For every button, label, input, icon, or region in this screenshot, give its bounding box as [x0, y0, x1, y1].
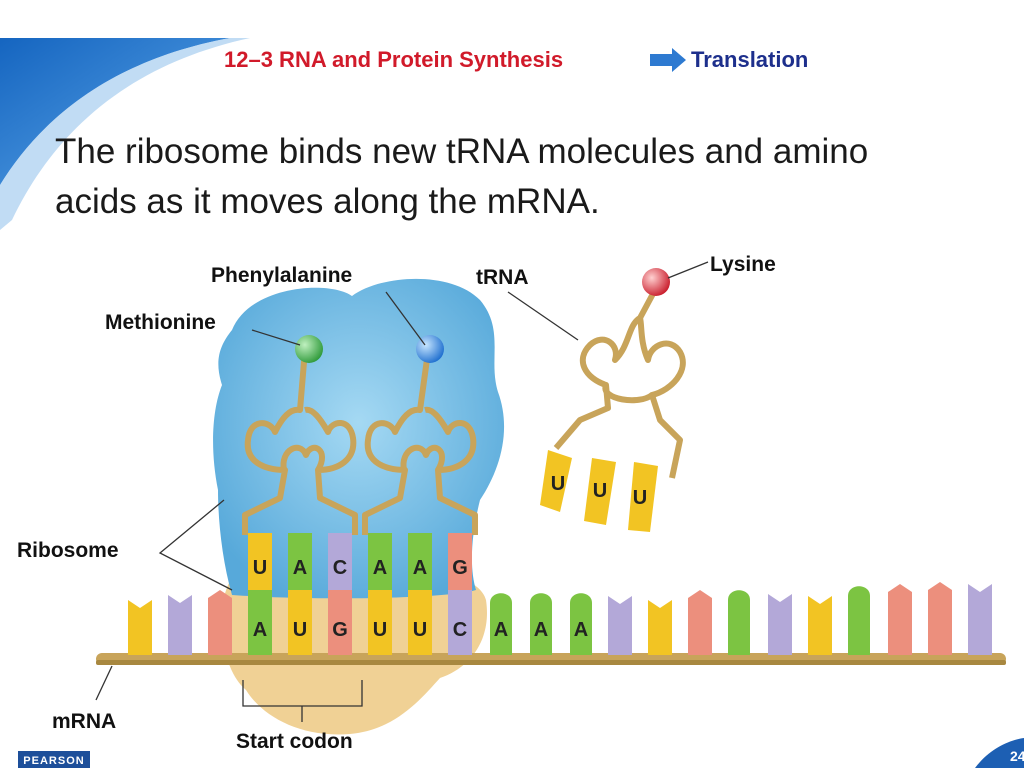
label-methionine: Methionine [105, 311, 216, 334]
anticodon-base: A [293, 557, 307, 579]
codon-base: A [494, 619, 508, 641]
label-trna: tRNA [476, 266, 529, 289]
body-line-1: The ribosome binds new tRNA molecules an… [55, 132, 868, 171]
anticodon-base: U [593, 480, 607, 502]
label-start-codon: Start codon [236, 730, 353, 753]
topic-title: Translation [691, 47, 808, 72]
body-line-2: acids as it moves along the mRNA. [55, 182, 600, 221]
codon-base: A [534, 619, 548, 641]
anticodon-base: U [253, 557, 267, 579]
anticodon-base: A [413, 557, 427, 579]
pearson-logo: PEARSON [18, 751, 90, 768]
anticodon-base: C [333, 557, 347, 579]
codon-base: A [253, 619, 267, 641]
codon-base: C [453, 619, 467, 641]
codon-base: U [293, 619, 307, 641]
anticodon-base: G [452, 557, 468, 579]
label-phenylalanine: Phenylalanine [211, 264, 352, 287]
trna-lysine [540, 288, 686, 532]
anticodon-columns [248, 533, 472, 590]
anticodon-base: U [551, 473, 565, 495]
mrna-bases [128, 582, 992, 655]
mrna-strand [96, 653, 1006, 665]
methionine-ball [295, 335, 323, 363]
svg-text:24: 24 [1010, 748, 1024, 764]
page-number-badge: 24 [975, 738, 1024, 768]
anticodon-base: A [373, 557, 387, 579]
label-mrna: mRNA [52, 710, 116, 733]
trna-phenylalanine [362, 351, 478, 535]
lysine-ball [642, 268, 670, 296]
trna-methionine [242, 349, 358, 535]
label-ribosome: Ribosome [17, 539, 119, 562]
leader-lines [95, 261, 709, 722]
svg-text:PEARSON: PEARSON [23, 755, 84, 767]
codon-base: U [413, 619, 427, 641]
header-swoosh [0, 38, 250, 230]
codon-base: U [373, 619, 387, 641]
section-title: 12–3 RNA and Protein Synthesis [224, 47, 563, 72]
anticodon-base: U [633, 487, 647, 509]
arrow-right-icon [650, 48, 686, 72]
codon-base: G [332, 619, 348, 641]
codon-base: A [574, 619, 588, 641]
label-lysine: Lysine [710, 253, 776, 276]
